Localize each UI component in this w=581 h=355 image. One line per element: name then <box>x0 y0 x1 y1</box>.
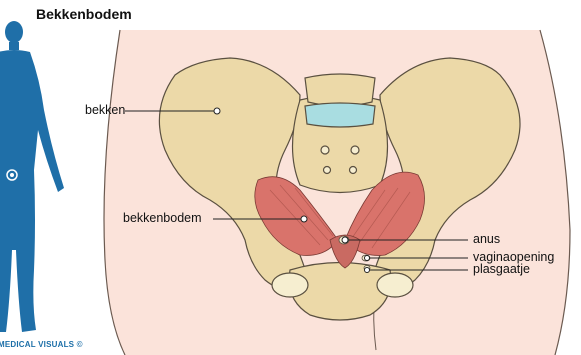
lumbar-vertebra <box>305 74 375 127</box>
diagram-title: Bekkenbodem <box>36 6 132 22</box>
label-plasgaatje: plasgaatje <box>473 262 530 276</box>
credit-text: MEDICAL VISUALS © <box>0 340 83 349</box>
label-bekken: bekken <box>85 103 125 117</box>
human-silhouette-icon <box>0 21 64 332</box>
label-anus: anus <box>473 232 500 246</box>
label-bekkenbodem: bekkenbodem <box>123 211 202 225</box>
